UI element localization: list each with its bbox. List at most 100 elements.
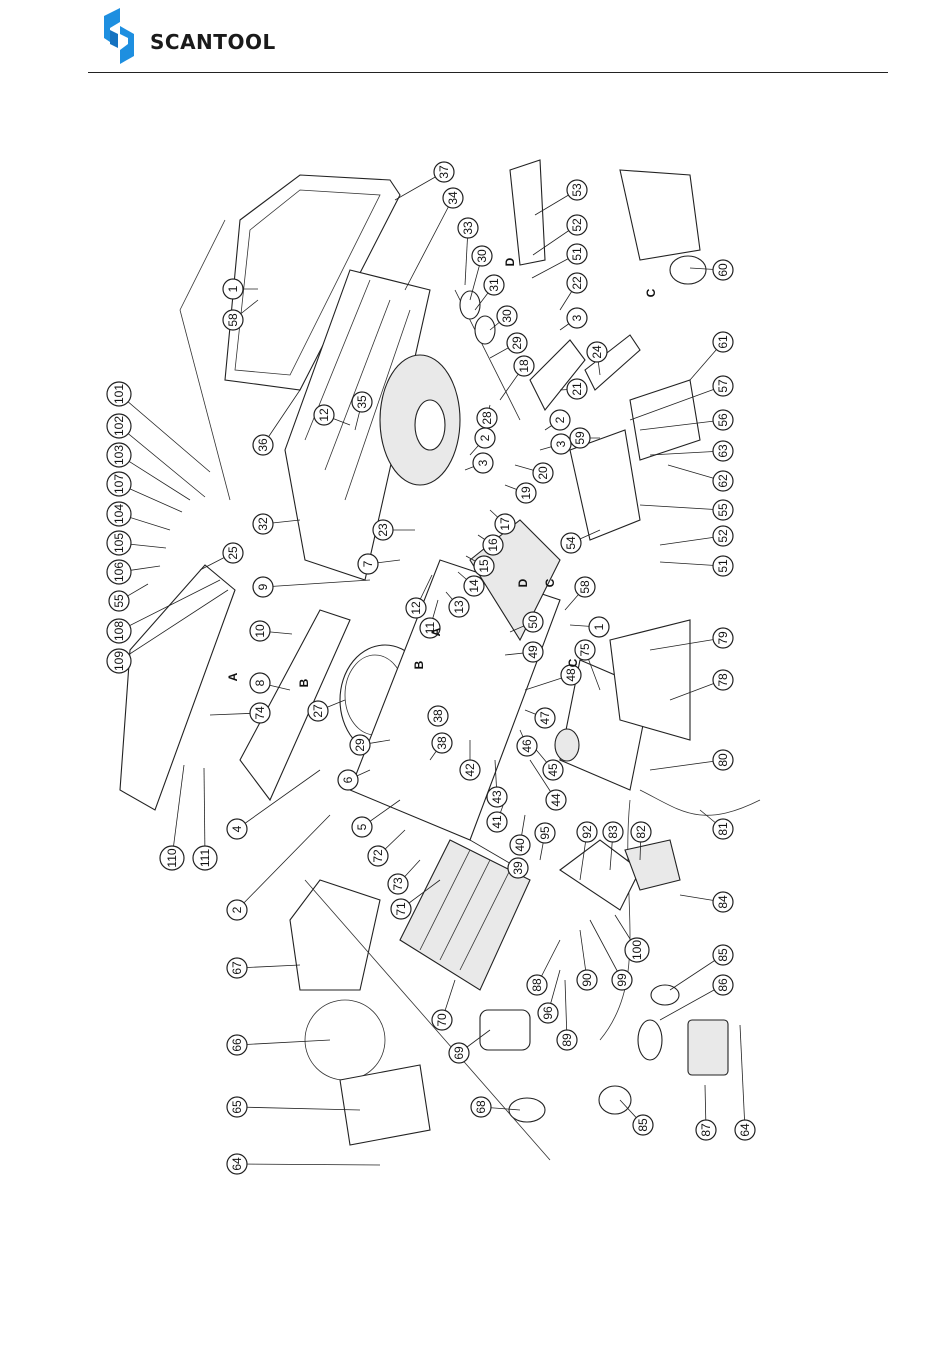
callout-circle <box>712 525 734 547</box>
callout-103: 103 <box>106 442 132 468</box>
callout-circle <box>357 553 379 575</box>
callout-circle <box>712 749 734 771</box>
callout-circle <box>249 702 271 724</box>
callout-15: 15 <box>473 555 495 577</box>
callout-number: 29 <box>353 738 367 752</box>
callout-13: 13 <box>448 596 470 618</box>
callout-number: 81 <box>716 822 730 836</box>
motor-fin-line <box>459 869 511 971</box>
callout-number: 29 <box>510 336 524 350</box>
callout-number: 79 <box>716 631 730 645</box>
callout-number: 64 <box>738 1123 752 1137</box>
callout-circle <box>712 331 734 353</box>
callout-number: 1 <box>592 623 606 630</box>
callout-number: 109 <box>112 651 126 671</box>
callout-circle <box>442 187 464 209</box>
fan-part <box>304 999 386 1081</box>
callout-circle <box>712 499 734 521</box>
callout-circle <box>448 1042 470 1064</box>
callout-number: 15 <box>477 559 491 573</box>
callout-circle <box>566 243 588 265</box>
callout-circle <box>574 639 596 661</box>
callout-number: 3 <box>570 314 584 321</box>
callout-circle <box>566 272 588 294</box>
callout-circle <box>494 513 516 535</box>
callout-circle <box>108 590 130 612</box>
callout-number: 12 <box>317 408 331 422</box>
callout-circle <box>534 707 556 729</box>
callout-99: 99 <box>611 969 633 991</box>
callout-74: 74 <box>249 702 271 724</box>
callout-number: 5 <box>355 823 369 830</box>
callout-80: 80 <box>712 749 734 771</box>
dust-port-part <box>619 169 701 261</box>
capacitor-part <box>650 984 680 1006</box>
callout-circle <box>351 391 373 413</box>
callout-34: 34 <box>442 187 464 209</box>
callout-107: 107 <box>106 471 132 497</box>
callout-number: 70 <box>435 1013 449 1027</box>
callout-number: 36 <box>256 438 270 452</box>
callout-58: 58 <box>574 576 596 598</box>
callout-circle <box>226 1153 248 1175</box>
callout-circle <box>507 857 529 879</box>
section-letter: A <box>429 627 443 636</box>
callout-number: 72 <box>371 849 385 863</box>
callout-circle <box>249 672 271 694</box>
callout-29: 29 <box>349 734 371 756</box>
section-letter: C <box>566 658 580 667</box>
callout-number: 16 <box>486 538 500 552</box>
section-letter: D <box>503 257 517 266</box>
callout-45: 45 <box>542 759 564 781</box>
callout-number: 11 <box>423 621 437 634</box>
callout-number: 86 <box>716 978 730 992</box>
callout-circle <box>550 433 572 455</box>
leader-line <box>236 1106 361 1111</box>
callout-circle <box>313 404 335 426</box>
callout-circle <box>556 1029 578 1051</box>
belt-frame-part <box>224 174 401 391</box>
callout-number: 88 <box>530 978 544 992</box>
callout-73: 73 <box>387 873 409 895</box>
callout-circle <box>569 427 591 449</box>
callout-number: 20 <box>536 466 550 480</box>
callout-100: 100 <box>624 937 650 963</box>
platen-plate-part <box>119 564 236 811</box>
callout-65: 65 <box>226 1096 248 1118</box>
callout-9: 9 <box>252 576 274 598</box>
callout-number: 107 <box>112 474 126 494</box>
callout-number: 31 <box>487 278 501 292</box>
callout-circle <box>566 179 588 201</box>
callout-12: 12 <box>313 404 335 426</box>
callout-46: 46 <box>516 735 538 757</box>
callout-number: 102 <box>112 416 126 436</box>
callout-circle <box>522 641 544 663</box>
callout-number: 34 <box>446 191 460 205</box>
callout-number: 69 <box>452 1046 466 1060</box>
callout-circle <box>249 620 271 642</box>
callout-circle <box>566 378 588 400</box>
callout-circle <box>222 309 244 331</box>
callout-number: 67 <box>230 961 244 975</box>
callout-68: 68 <box>470 1096 492 1118</box>
callout-number: 105 <box>112 533 126 553</box>
callout-44: 44 <box>545 789 567 811</box>
callout-5: 5 <box>351 816 373 838</box>
callout-64: 64 <box>226 1153 248 1175</box>
callout-41: 41 <box>486 811 508 833</box>
callout-56: 56 <box>712 409 734 431</box>
callout-108: 108 <box>106 618 132 644</box>
callout-32: 32 <box>252 513 274 535</box>
leader-line <box>659 535 724 546</box>
callout-circle <box>349 734 371 756</box>
callout-circle <box>542 759 564 781</box>
belt-line <box>324 299 391 471</box>
callout-38: 38 <box>427 705 449 727</box>
cover-part <box>629 379 701 461</box>
callout-number: 12 <box>409 601 423 615</box>
callout-54: 54 <box>560 532 582 554</box>
callout-23: 23 <box>372 519 394 541</box>
leader-line <box>118 425 206 498</box>
callout-69: 69 <box>448 1042 470 1064</box>
